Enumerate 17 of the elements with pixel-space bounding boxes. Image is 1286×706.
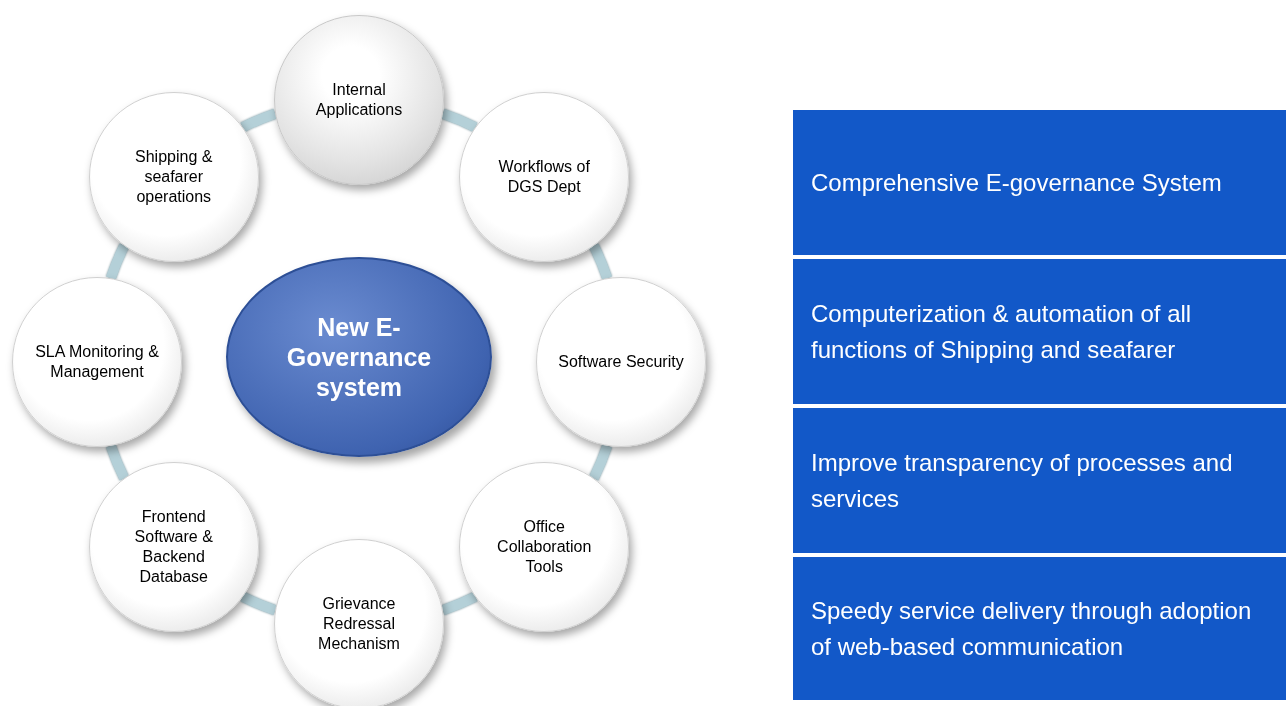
node-label: SLA Monitoring & Management (34, 342, 160, 382)
info-panel (793, 110, 1286, 255)
info-panel (793, 259, 1286, 404)
node-label: New E-Governance system (285, 312, 433, 402)
info-panel (793, 408, 1286, 553)
node-label: Frontend Software & Backend Database (133, 507, 214, 588)
info-panel (793, 557, 1286, 700)
node-label: Software Security (558, 352, 684, 372)
node-label: Improve transparency of processes and services (811, 447, 1234, 514)
node-label: Speedy service delivery through adoption of web-based communication (811, 595, 1253, 662)
node-label: Workflows of DGS Dept (497, 156, 591, 197)
node-label: Office Collaboration Tools (496, 517, 593, 578)
node-label: Grievance Redressal Mechanism (317, 594, 401, 654)
node-label: Computerization & automation of all functions of Shipping and seafarer (811, 298, 1193, 365)
node-label: Shipping & seafarer operations (134, 146, 214, 207)
node-label: Comprehensive E-governance System (811, 167, 1222, 198)
node-label: Internal Applications (314, 80, 404, 120)
